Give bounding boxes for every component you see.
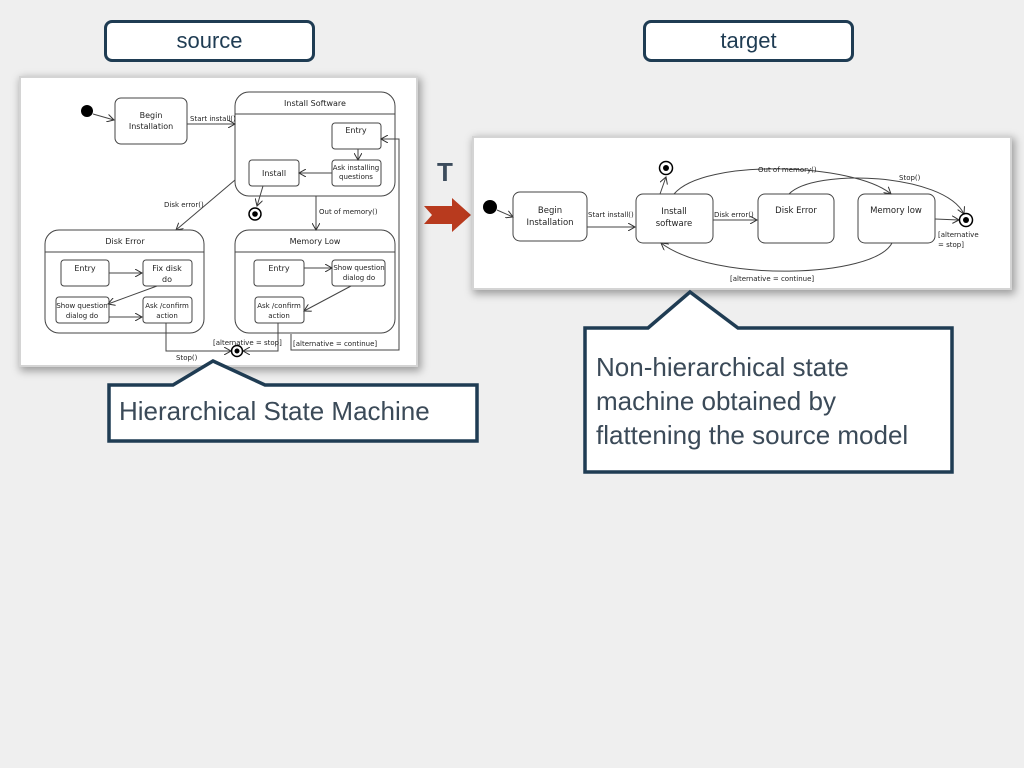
target-label: target: [643, 20, 854, 62]
source-callout: [107, 359, 479, 443]
source-callout-text: Hierarchical State Machine: [119, 396, 430, 426]
state-label: Ask installing: [333, 164, 380, 172]
state-disk-show-question: [55, 296, 110, 324]
transition-label: Start install(): [190, 115, 236, 123]
transition-label: Out of memory(): [758, 166, 817, 174]
state-label: Begin: [538, 206, 562, 216]
source-label-text: source: [176, 28, 243, 53]
state-label: Disk Error: [105, 237, 145, 246]
state-disk-ask-confirm: [142, 296, 193, 324]
state-label: Show question: [56, 302, 107, 310]
state-label: Ask /confirm: [145, 302, 189, 310]
state-label: dialog do: [343, 274, 375, 282]
source-diagram: Begin Installation Install Software Entr…: [21, 78, 416, 365]
target-diagram: Begin Installation Install software Disk…: [474, 138, 1010, 288]
initial-state-icon: [483, 200, 497, 214]
state-label: Installation: [129, 122, 173, 131]
state-label: dialog do: [66, 312, 98, 320]
target-label-text: target: [720, 28, 777, 53]
state-begin-installation: [512, 191, 588, 242]
state-label: Install: [262, 169, 286, 178]
state-label: Installation: [526, 218, 573, 228]
state-install: [248, 159, 300, 187]
state-memory-low: [857, 193, 936, 244]
state-mem-ask-confirm: [254, 296, 305, 324]
state-label: Entry: [268, 264, 290, 273]
state-install-software: [234, 91, 396, 197]
final-state-icon: [248, 207, 262, 221]
transition-label: Disk error(): [164, 201, 204, 209]
state-mem-entry: [253, 259, 305, 287]
state-label: questions: [339, 173, 373, 181]
transition-label: Disk error(): [714, 211, 754, 219]
state-label: Entry: [74, 264, 96, 273]
final-state-icon: [230, 344, 244, 358]
transition-label: Out of memory(): [319, 208, 378, 216]
target-callout-text: Non-hierarchical state machine obtained …: [596, 352, 909, 450]
transition-label: Stop(): [899, 174, 921, 182]
state-label: Memory low: [870, 206, 922, 216]
final-state-icon: [958, 212, 974, 228]
transformation-arrow-icon: [424, 198, 471, 232]
state-disk-error: [757, 193, 835, 244]
state-label: software: [656, 219, 693, 229]
state-fix-disk: [142, 259, 193, 287]
target-callout: [583, 289, 954, 474]
state-label: Memory Low: [290, 237, 341, 246]
state-label: Install: [661, 207, 687, 217]
target-diagram-svg: Begin Installation Install software Disk…: [483, 160, 979, 283]
source-label: source: [104, 20, 315, 62]
transition-label: [alternative = continue]: [293, 340, 377, 348]
transition-label: [alternative = continue]: [730, 275, 814, 283]
state-label: Show question: [333, 264, 384, 272]
state-mem-show-question: [331, 259, 386, 287]
state-disk-error: [44, 229, 205, 334]
state-begin-installation: [114, 97, 188, 145]
transition-label: [alternative = stop]: [213, 339, 282, 347]
transition-label: [alternative: [938, 231, 979, 239]
transformation-label: T: [437, 157, 453, 187]
state-label: action: [268, 312, 290, 320]
state-label: do: [162, 275, 172, 284]
transition-label: Start install(): [588, 211, 634, 219]
state-label: Begin: [140, 111, 163, 120]
state-memory-low: [234, 229, 396, 334]
state-label: action: [156, 312, 178, 320]
final-state-icon: [658, 160, 674, 176]
state-label: Disk Error: [775, 206, 817, 216]
transition-label: = stop]: [938, 241, 964, 249]
initial-state-icon: [81, 105, 93, 117]
state-label: Entry: [345, 126, 367, 135]
source-diagram-svg: Begin Installation Install Software Entr…: [44, 91, 400, 362]
state-label: Fix disk: [152, 264, 182, 273]
state-label: Install Software: [284, 99, 346, 108]
transition-label: Stop(): [176, 354, 198, 362]
state-label: Ask /confirm: [257, 302, 301, 310]
